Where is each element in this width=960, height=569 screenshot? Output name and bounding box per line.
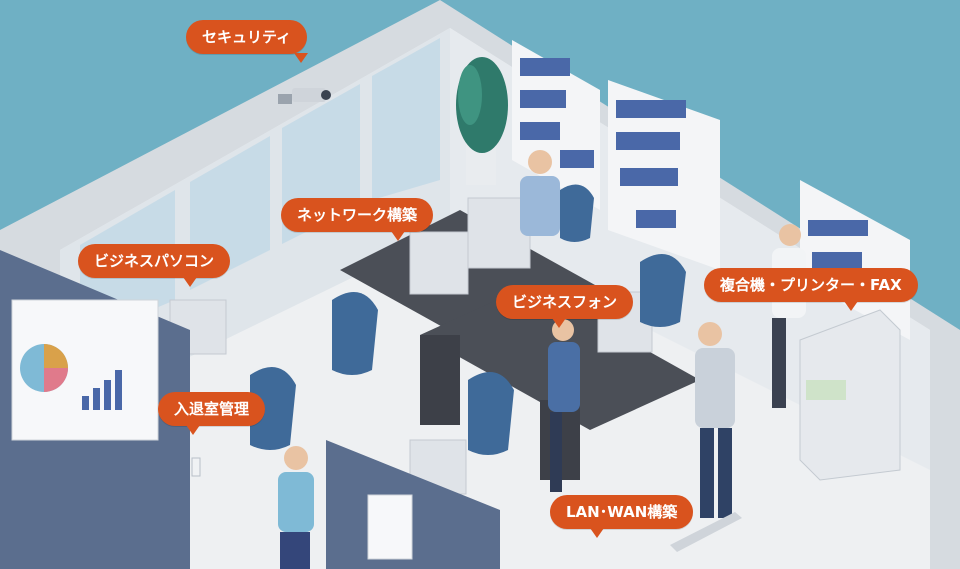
callout-network: ネットワーク構築 (281, 198, 434, 241)
callout-business-phone: ビジネスフォン (496, 285, 634, 328)
framed-picture (367, 494, 413, 560)
callout-security: セキュリティ (186, 20, 309, 63)
callout-access-control: 入退室管理 (158, 392, 266, 435)
security-camera-icon (278, 88, 331, 104)
bar-chart-icon (82, 370, 122, 410)
floor-duct (670, 512, 742, 552)
bookshelf-right (608, 80, 720, 270)
access-reader (191, 457, 201, 477)
man-standing (695, 322, 735, 518)
people (278, 150, 806, 569)
multifunction-printer (799, 309, 901, 481)
plant-icon (456, 57, 508, 185)
callout-lan-wan: LAN･WAN構築 (550, 495, 694, 538)
callout-mfp: 複合機・プリンター・FAX (704, 268, 918, 311)
woman-on-phone (278, 446, 314, 569)
man-with-coffee (520, 150, 560, 236)
chairs (250, 184, 686, 455)
callout-business-pc: ビジネスパソコン (78, 244, 231, 287)
woman-at-desk (548, 319, 580, 492)
pie-chart-icon (20, 344, 68, 392)
